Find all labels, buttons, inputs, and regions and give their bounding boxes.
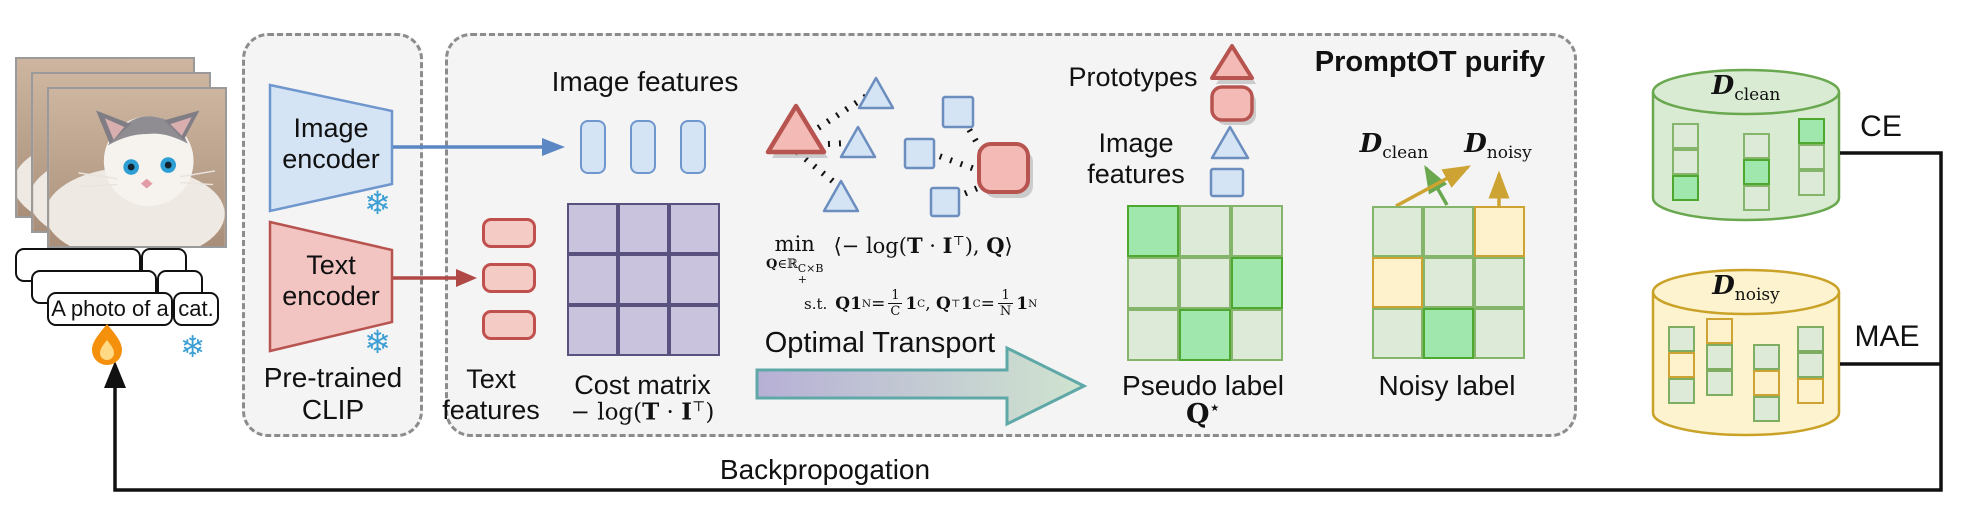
grid-cell-p (669, 305, 720, 356)
grid-cell-yellow (1372, 257, 1423, 308)
grid-cell-light (1423, 206, 1474, 257)
grid-cell-light (1179, 205, 1231, 257)
grid-cell-p (567, 203, 618, 254)
prompt-prefix-card: A photo of a (47, 292, 173, 326)
image-features-label: Image features (551, 66, 739, 97)
grid-cell-p (618, 203, 669, 254)
image-feature-vector-2 (630, 120, 656, 174)
grid-cell-green (1797, 326, 1824, 352)
prompt-class-text: cat. (178, 296, 214, 321)
mae-loss-label: MAE (1854, 320, 1920, 353)
noisy-db-column-1 (1668, 326, 1695, 404)
clean-db-column-1 (1672, 123, 1699, 201)
optimal-transport-label: Optimal Transport (764, 327, 996, 359)
grid-cell-light (1672, 149, 1699, 175)
grid-cell-dark (1423, 308, 1474, 359)
grid-cell-green (1668, 378, 1695, 404)
grid-cell-light (1127, 257, 1179, 309)
grid-cell-yellow (1753, 370, 1780, 396)
grid-cell-light (1743, 133, 1770, 159)
grid-cell-yellow (1797, 378, 1824, 404)
pseudo-label-symbol: Q⋆ (1185, 397, 1220, 430)
text-feature-vector-1 (482, 218, 536, 248)
grid-cell-dark (1179, 309, 1231, 361)
promptot-purify-title: PromptOT purify (1314, 46, 1546, 78)
grid-cell-p (618, 254, 669, 305)
clean-db-column-2 (1743, 133, 1770, 211)
noisy-db-column-3 (1753, 344, 1780, 422)
noisy-db-column-2 (1706, 318, 1733, 396)
grid-cell-p (669, 254, 720, 305)
cat-photo-front (47, 87, 227, 248)
grid-cell-p (618, 305, 669, 356)
backprop-arrowhead (104, 361, 126, 388)
text-feature-vector-2 (482, 263, 536, 293)
grid-cell-light (1179, 257, 1231, 309)
grid-cell-light (1231, 205, 1283, 257)
clean-database-label: Dclean (1711, 71, 1781, 106)
grid-cell-light (1743, 185, 1770, 211)
cost-matrix-formula: − log(T · I⊤) (570, 398, 715, 426)
prompt-class-card: cat. (173, 292, 219, 326)
dnoisy-annotation: Dnoisy (1464, 129, 1532, 164)
grid-cell-yellow (1706, 318, 1733, 344)
grid-cell-light (1372, 206, 1423, 257)
dclean-annotation: Dclean (1359, 129, 1429, 164)
image-feature-vector-1 (580, 120, 606, 174)
grid-cell-dark (1798, 118, 1825, 144)
noisy-database-label: Dnoisy (1712, 271, 1780, 306)
prototypes-label: Prototypes (1068, 62, 1198, 92)
grid-cell-light (1231, 309, 1283, 361)
grid-cell-dark (1743, 159, 1770, 185)
grid-cell-green (1797, 352, 1824, 378)
noisy-label-caption: Noisy label (1378, 370, 1516, 401)
cost-matrix-grid (567, 203, 720, 356)
noisy-db-column-4 (1797, 326, 1824, 404)
prompt-prefix-text: A photo of a (51, 296, 169, 321)
ot-objective-term: ⟨− log(T · I⊤), Q⟩ (833, 233, 1013, 258)
grid-cell-light (1372, 308, 1423, 359)
grid-cell-green (1753, 396, 1780, 422)
grid-cell-light (1798, 170, 1825, 196)
grid-cell-green (1753, 344, 1780, 370)
pseudo-label-grid (1127, 205, 1283, 361)
backpropogation-label: Backpropogation (719, 454, 931, 485)
grid-cell-dark (1231, 257, 1283, 309)
grid-cell-light (1672, 123, 1699, 149)
grid-cell-green (1706, 344, 1733, 370)
fire-icon (92, 324, 122, 365)
image-feature-vector-3 (680, 120, 706, 174)
grid-cell-dark (1127, 205, 1179, 257)
grid-cell-light (1474, 257, 1525, 308)
grid-cell-light (1798, 144, 1825, 170)
snowflake-icon-text-encoder: ❄ (364, 323, 391, 361)
noisy-label-grid (1372, 206, 1525, 359)
grid-cell-green (1706, 370, 1733, 396)
grid-cell-light (1474, 308, 1525, 359)
snowflake-icon-image-encoder: ❄ (364, 184, 391, 222)
grid-cell-light (1423, 257, 1474, 308)
text-feature-vector-3 (482, 310, 536, 340)
grid-cell-green (1668, 326, 1695, 352)
clean-db-column-3 (1798, 118, 1825, 196)
grid-cell-light (1127, 309, 1179, 361)
grid-cell-p (669, 203, 720, 254)
grid-cell-yellow (1668, 352, 1695, 378)
grid-cell-yellow (1474, 206, 1525, 257)
grid-cell-p (567, 305, 618, 356)
grid-cell-p (567, 254, 618, 305)
snowflake-icon-prompt: ❄ (180, 330, 206, 365)
grid-cell-dark (1672, 175, 1699, 201)
cost-matrix-label: Cost matrix (574, 370, 711, 400)
ce-loss-label: CE (1860, 110, 1902, 143)
